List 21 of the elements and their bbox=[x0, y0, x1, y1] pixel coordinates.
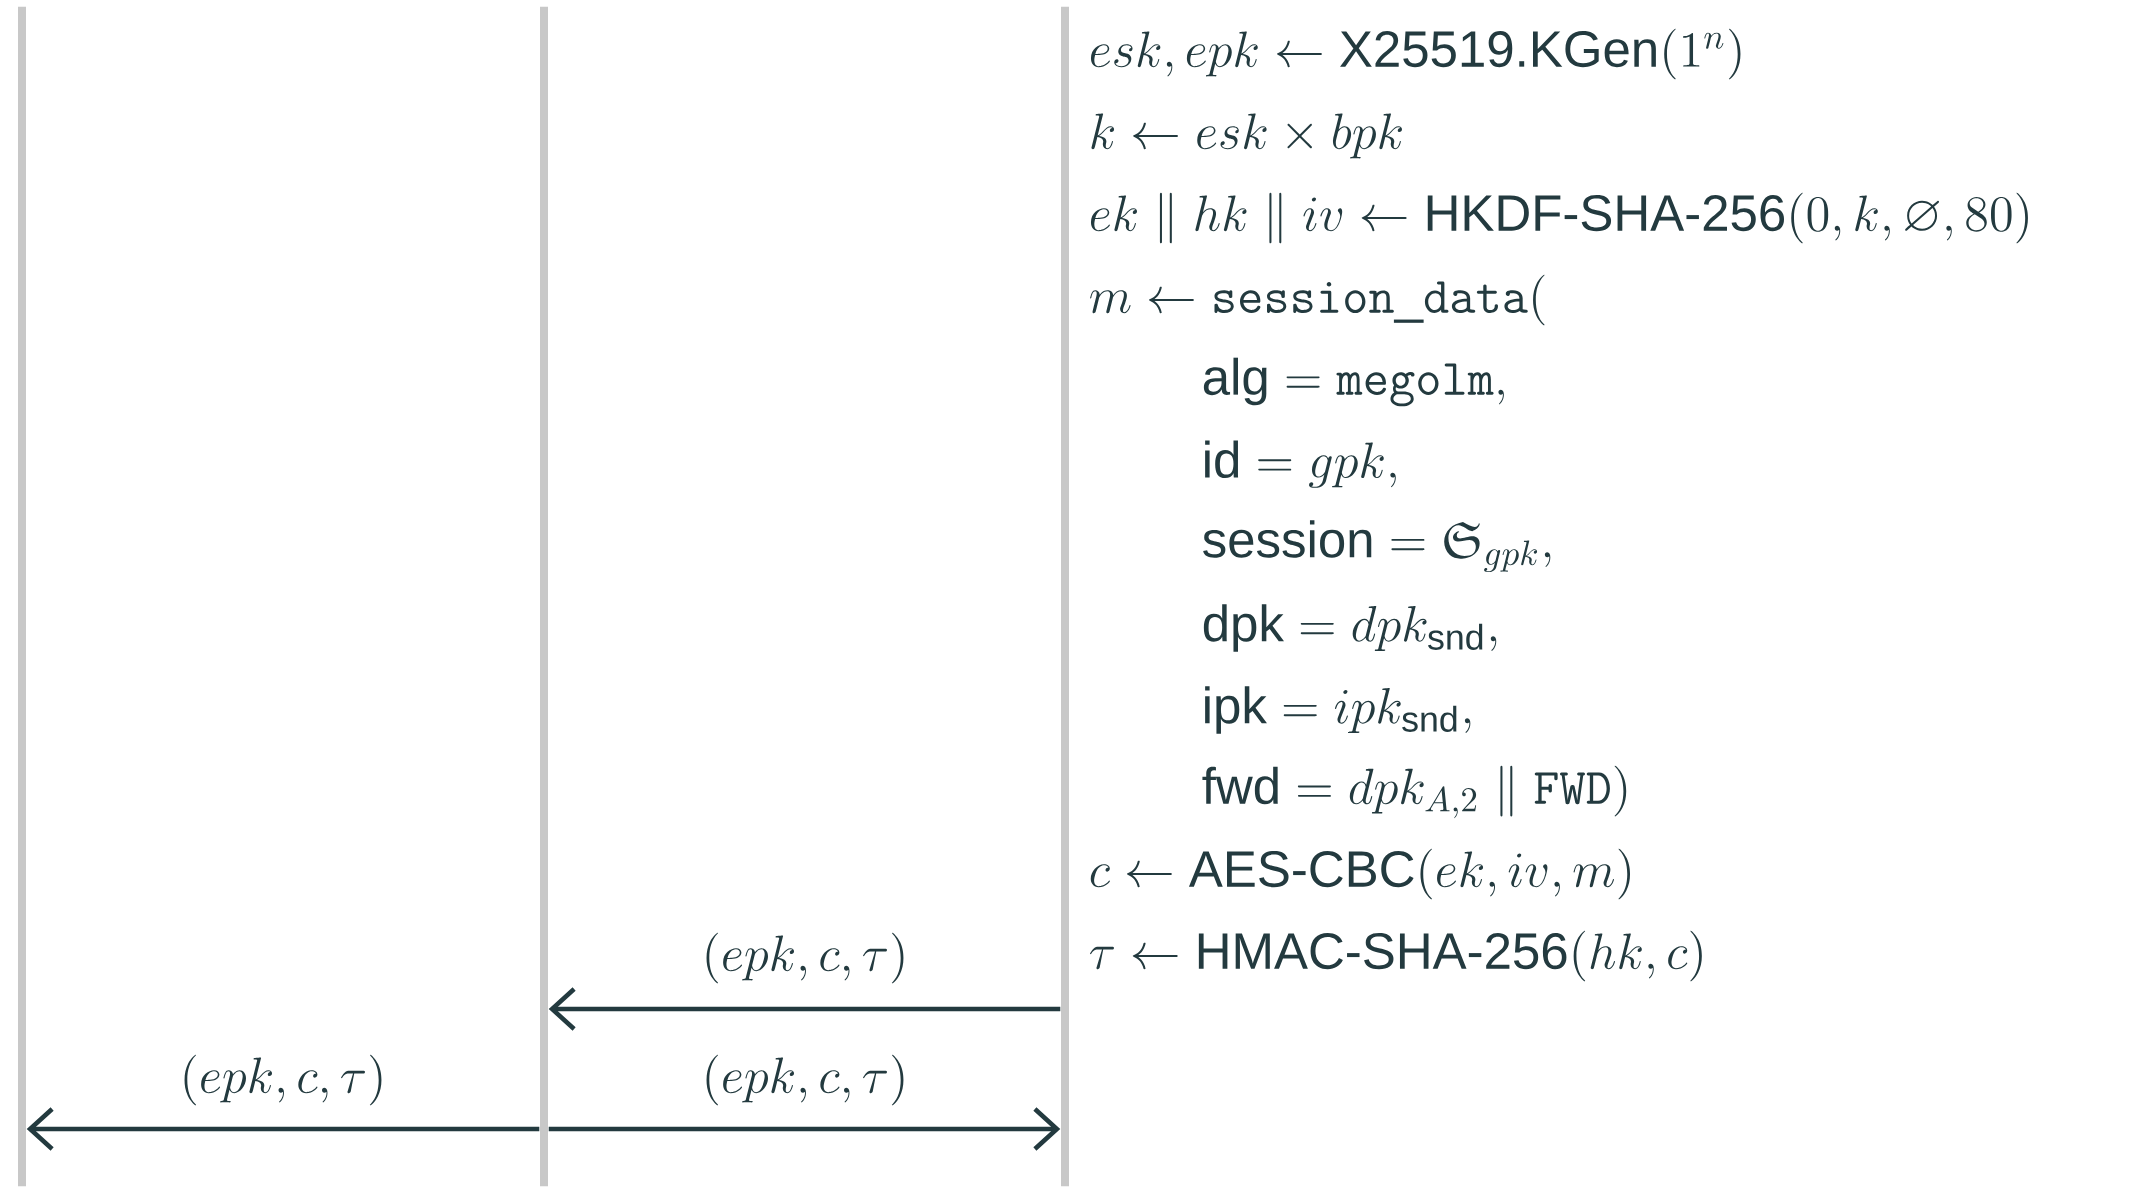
message-label: $(epk, c, \tau)$ bbox=[694, 925, 916, 991]
message-label: $(epk, c, \tau)$ bbox=[694, 1047, 916, 1113]
formula-line: $ek \parallel hk \parallel iv \gets \textrm{HKDF-SHA-256}(0, k, \varnothing, 80)$ bbox=[1090, 192, 2028, 244]
message-arrow bbox=[548, 987, 1061, 1031]
message-arrow bbox=[548, 1107, 1061, 1151]
formula-line: $\textrm{fwd} = dpk_{A,2} \parallel \mathtt{FWD})$ bbox=[1202, 765, 1627, 819]
formula-line: $k \gets esk \times bpk$ bbox=[1091, 113, 1402, 159]
formula-line: $esk, epk \gets \textrm{X25519.KGen}(1^n)$ bbox=[1090, 28, 1741, 80]
formula-line: $m \gets \mathtt{session\_data}($ bbox=[1090, 274, 1545, 326]
formula-line: $\textrm{alg} = \mathtt{megolm},$ bbox=[1203, 357, 1504, 407]
lifeline bbox=[1061, 6, 1069, 1187]
formula-line: $\textrm{session} = \mathfrak{S}_{gpk},$ bbox=[1203, 520, 1551, 573]
formula-line: $\textrm{dpk} = dpk_{\textrm{snd}},$ bbox=[1203, 604, 1497, 652]
message-arrow bbox=[26, 1107, 540, 1151]
lifeline bbox=[540, 6, 548, 1187]
formula-line: $\tau \gets \textrm{HMAC-SHA-256}(hk, c)$ bbox=[1090, 930, 1702, 982]
formula-line: $\textrm{ipk} = ipk_{\textrm{snd}},$ bbox=[1205, 686, 1471, 734]
formula-line: $\textrm{id} = gpk,$ bbox=[1205, 440, 1396, 488]
lifeline bbox=[18, 6, 26, 1187]
formula-line: $c \gets \textrm{AES-CBC}(ek, iv, m)$ bbox=[1090, 848, 1631, 900]
message-label: $(epk, c, \tau)$ bbox=[172, 1047, 394, 1113]
